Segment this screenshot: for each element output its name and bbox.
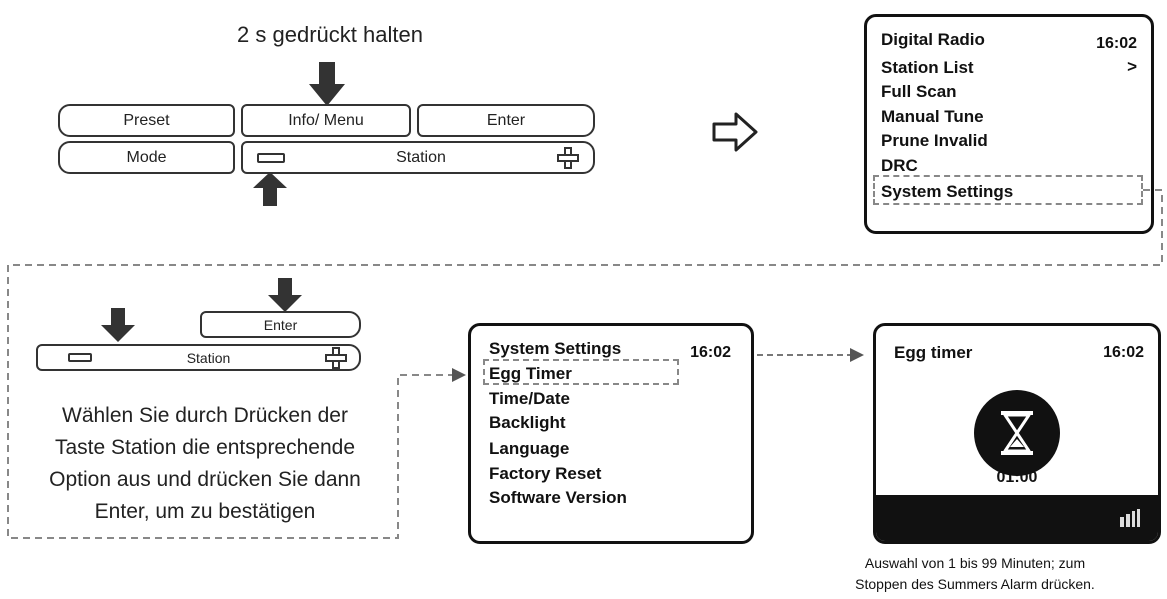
down-arrow-icon <box>101 308 135 342</box>
minus-icon <box>68 353 92 362</box>
enter-key[interactable]: Enter <box>417 104 595 137</box>
note-line: Auswahl von 1 bis 99 Minuten; zum <box>864 555 1086 571</box>
selection-highlight <box>873 175 1143 205</box>
plus-icon <box>325 346 347 369</box>
menu-item-egg-timer[interactable]: Egg Timer <box>489 364 572 383</box>
submenu-arrow-icon: > <box>1127 57 1137 76</box>
instruction-text: Wählen Sie durch Drücken der Taste Stati… <box>20 400 390 528</box>
station-key[interactable]: Station <box>36 344 361 371</box>
station-key[interactable]: Station <box>241 141 595 174</box>
minus-icon <box>257 152 285 163</box>
menu-item-prune-invalid[interactable]: Prune Invalid <box>881 131 988 150</box>
signal-icon <box>1120 509 1140 527</box>
screen-title: System Settings <box>489 339 622 358</box>
menu-item-full-scan[interactable]: Full Scan <box>881 82 957 101</box>
screen-title: Digital Radio <box>881 30 985 49</box>
egg-timer-screen: Egg timer 16:02 01:00 <box>873 323 1161 544</box>
menu-item-system-settings[interactable]: System Settings <box>881 182 1014 201</box>
hold-caption: 2 s gedrückt halten <box>237 22 423 47</box>
instruction-line: Taste Station die entsprechende <box>54 436 356 459</box>
menu-item-language[interactable]: Language <box>489 439 570 458</box>
instruction-line: Enter, um zu bestätigen <box>94 500 316 523</box>
hourglass-icon <box>974 390 1060 476</box>
station-key-label: Station <box>186 349 231 366</box>
main-menu-screen: Digital Radio 16:02 Station List > Full … <box>864 14 1154 234</box>
instruction-line: Option aus und drücken Sie dann <box>49 468 361 491</box>
selection-highlight <box>483 359 679 385</box>
enter-key-label: Enter <box>486 111 526 129</box>
screen-title: Egg timer <box>894 343 973 362</box>
station-key-label: Station <box>396 148 446 166</box>
menu-item-drc[interactable]: DRC <box>881 156 918 175</box>
menu-item-time-date[interactable]: Time/Date <box>489 389 570 408</box>
instruction-line: Wählen Sie durch Drücken der <box>62 404 348 427</box>
system-settings-screen: System Settings 16:02 Egg Timer Time/Dat… <box>468 323 754 544</box>
enter-key[interactable]: Enter <box>200 311 361 338</box>
right-arrow-icon <box>712 112 758 152</box>
enter-key-label: Enter <box>263 316 298 333</box>
plus-icon <box>557 146 579 169</box>
menu-item-backlight[interactable]: Backlight <box>489 413 566 432</box>
menu-item-station-list[interactable]: Station List <box>881 58 974 77</box>
menu-item-software-version[interactable]: Software Version <box>489 488 627 507</box>
down-arrow-icon <box>309 62 345 106</box>
info-menu-key[interactable]: Info/ Menu <box>241 104 411 137</box>
screen-time: 16:02 <box>1096 35 1137 52</box>
egg-timer-note: Auswahl von 1 bis 99 Minuten; zum Stoppe… <box>790 553 1160 595</box>
screen-time: 16:02 <box>1103 344 1144 361</box>
up-arrow-icon <box>253 172 287 206</box>
note-line: Stoppen des Summers Alarm drücken. <box>855 576 1095 592</box>
status-bar <box>876 495 1158 541</box>
preset-key-label: Preset <box>123 111 170 129</box>
preset-key[interactable]: Preset <box>58 104 235 137</box>
menu-item-manual-tune[interactable]: Manual Tune <box>881 107 984 126</box>
countdown-value: 01:00 <box>996 469 1038 486</box>
down-arrow-icon <box>268 278 302 312</box>
mode-key[interactable]: Mode <box>58 141 235 174</box>
screen-time: 16:02 <box>690 344 731 361</box>
menu-item-factory-reset[interactable]: Factory Reset <box>489 464 602 483</box>
info-menu-key-label: Info/ Menu <box>288 111 364 129</box>
mode-key-label: Mode <box>126 148 167 166</box>
